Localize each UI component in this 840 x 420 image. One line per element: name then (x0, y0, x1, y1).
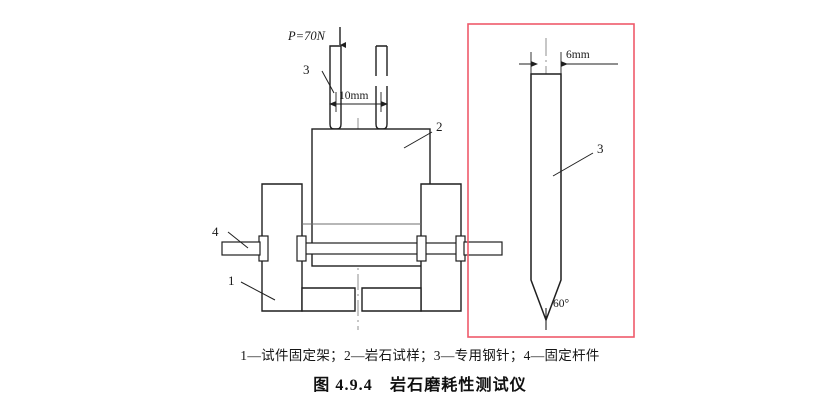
callout-rod-label: 4 (212, 224, 219, 239)
fixing-rod-stub-left (221, 241, 261, 256)
fixing-rod-collar-left (296, 235, 307, 262)
load-label: P=70N (287, 29, 326, 43)
detail-callout-needle-label: 3 (597, 141, 604, 156)
callout-frame-leader (240, 281, 276, 301)
needle-right-top-segment (375, 45, 388, 76)
callout-specimen-label: 2 (436, 119, 443, 134)
detail-panel-border (467, 23, 635, 338)
callout-specimen-leader (403, 131, 433, 149)
fixture-frame-bottom-left (301, 287, 356, 312)
needle-right-bottom-segment (375, 86, 388, 130)
detail-needle-body (530, 73, 562, 323)
dim-10mm-label: 10mm (339, 90, 368, 102)
fixing-rod-shaft (301, 242, 475, 255)
callout-needle-label: 3 (303, 62, 310, 77)
fixture-frame-bottom-right (361, 287, 422, 312)
assembly-view-group: P=70N 3 10mm 2 (212, 27, 503, 330)
fixing-rod-collar-right (416, 235, 427, 262)
tip-angle-label: 60° (553, 298, 570, 310)
callout-rod-leader (227, 231, 249, 249)
callout-needle-leader (321, 70, 335, 94)
figure-title: 图 4.9.4 岩石磨耗性测试仪 (313, 377, 527, 394)
callout-frame-label: 1 (228, 273, 235, 288)
fixing-rod-stub-right (463, 241, 503, 256)
figure-legend: 1—试件固定架；2—岩石试样；3—专用钢针；4—固定杆件 (240, 348, 600, 363)
dim-6mm-label: 6mm (566, 49, 590, 61)
detail-callout-needle-leader (552, 152, 594, 177)
detail-view-group: 6mm 60° 3 (467, 23, 635, 338)
needle-left-outline (329, 45, 342, 130)
